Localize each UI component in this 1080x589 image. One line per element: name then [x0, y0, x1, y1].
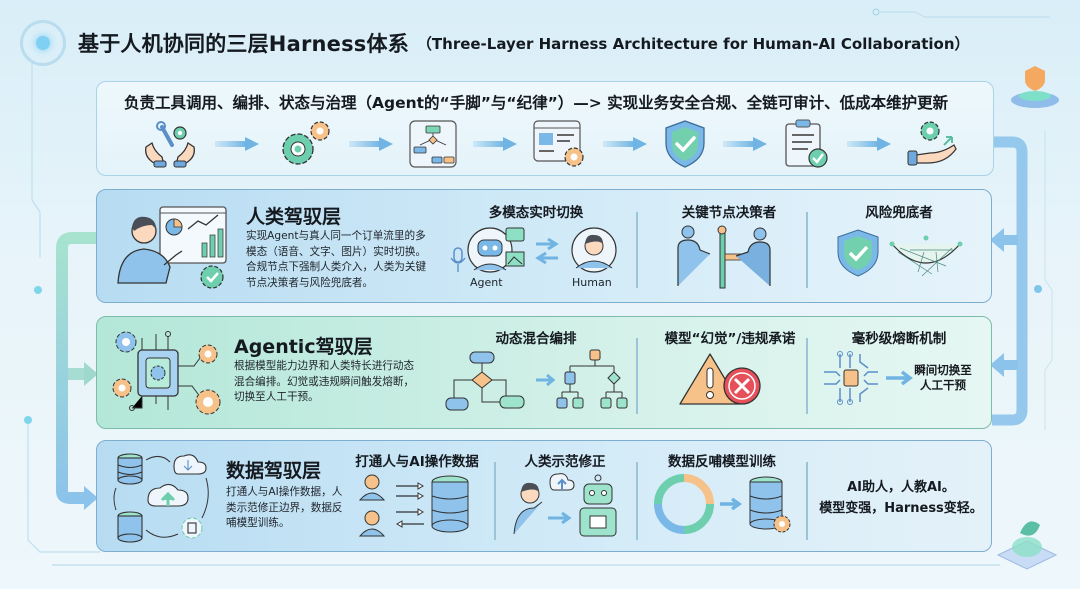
feedback-loop-database-icon — [654, 474, 791, 534]
flow-arrow-icon — [349, 137, 394, 151]
title-bar: 基于人机协同的三层Harness体系 （Three-Layer Harness … — [20, 12, 970, 74]
right-layer-flow-arrow — [990, 136, 1028, 426]
warning-error-icon — [679, 353, 761, 405]
data-layer-summary: AI助人，人教AI。 模型变强，Harness变轻。 — [812, 477, 990, 519]
circuit-breaker-chip-icon — [824, 351, 913, 405]
section-divider — [806, 462, 808, 540]
data-layer-description: 打通人与AI操作数据，人类示范修正边界，数据反哺模型训练。 — [226, 486, 343, 529]
millisecond-circuit-breaker-title: 毫秒级熔断机制 — [851, 331, 947, 347]
data-feedback-training-title: 数据反哺模型训练 — [668, 454, 776, 470]
data-sync-cycle-icon — [113, 453, 209, 543]
chip-gears-icon — [112, 331, 221, 415]
data-control-layer-panel — [96, 440, 992, 552]
shield-safety-net-icon — [837, 229, 963, 277]
human-demonstration-title: 人类示范修正 — [524, 454, 606, 470]
multimodal-switch-title: 多模态实时切换 — [488, 205, 584, 221]
hand-gear-update-icon — [907, 121, 957, 166]
governance-flow — [140, 118, 960, 170]
hallucination-violation-title: 模型“幻觉”/违规承诺 — [664, 331, 796, 347]
agentic-layer-title: Agentic驾驭层 — [234, 336, 373, 358]
connect-data-title: 打通人与AI操作数据 — [355, 454, 479, 470]
human-layer-title: 人类驾驭层 — [246, 206, 342, 228]
gatekeeper-decision-icon — [677, 225, 771, 289]
hands-tools-icon — [145, 121, 195, 168]
flow-arrow-icon — [722, 137, 767, 151]
flow-arrow-icon — [215, 137, 260, 151]
human-teaching-robot-icon — [513, 473, 617, 537]
shield-platform-decoration — [1011, 66, 1059, 108]
config-window-icon — [533, 120, 585, 167]
agent-label: Agent — [470, 276, 503, 289]
page-subtitle: （Three-Layer Harness Architecture for Hu… — [416, 34, 970, 53]
orchestration-flowchart-icon — [445, 349, 628, 411]
top-panel-heading: 负责工具调用、编排、状态与治理（Agent的“手脚”与“纪律”）—> 实现业务安… — [124, 94, 949, 112]
human-layer-description: 实现Agent与真人同一个订单流里的多模态（语音、文字、图片）实时切换。合规节点… — [246, 230, 427, 289]
key-decision-maker-title: 关键节点决策者 — [681, 205, 777, 221]
section-divider — [494, 462, 496, 540]
flow-arrow-icon — [473, 137, 518, 151]
human-label: Human — [572, 276, 612, 289]
section-divider — [806, 338, 808, 414]
flowchart-icon — [409, 120, 457, 168]
shield-check-icon — [664, 120, 705, 168]
section-divider — [636, 212, 638, 288]
section-divider — [636, 462, 638, 540]
presenter-dashboard-icon — [117, 206, 227, 289]
switch-to-human-note: 瞬间切换至人工干预 — [914, 363, 972, 392]
flow-arrow-icon — [846, 137, 891, 151]
audit-clipboard-icon — [785, 119, 828, 168]
data-cube-decoration — [996, 521, 1058, 570]
page-title: 基于人机协同的三层Harness体系 — [78, 32, 409, 56]
summary-line-2: 模型变强，Harness变轻。 — [819, 501, 983, 516]
summary-line-1: AI助人，人教AI。 — [847, 480, 955, 495]
flow-arrow-icon — [602, 137, 647, 151]
data-layer-title: 数据驾驭层 — [226, 460, 322, 482]
risk-backstop-title: 风险兜底者 — [865, 205, 933, 221]
section-divider — [636, 338, 638, 414]
agent-human-switch-icon — [450, 227, 617, 273]
agentic-layer-description: 根据模型能力边界和人类特长进行动态混合编排。幻觉或违规瞬间触发熔断，切换至人工干… — [234, 360, 415, 403]
left-layer-flow-arrow — [56, 232, 98, 510]
gears-icon — [282, 121, 330, 165]
human-ai-data-flow-icon — [358, 474, 469, 537]
title-orb-icon — [20, 20, 66, 66]
section-divider — [806, 212, 808, 288]
agentic-control-layer-panel — [96, 316, 992, 429]
dynamic-orchestration-title: 动态混合编排 — [495, 331, 577, 347]
